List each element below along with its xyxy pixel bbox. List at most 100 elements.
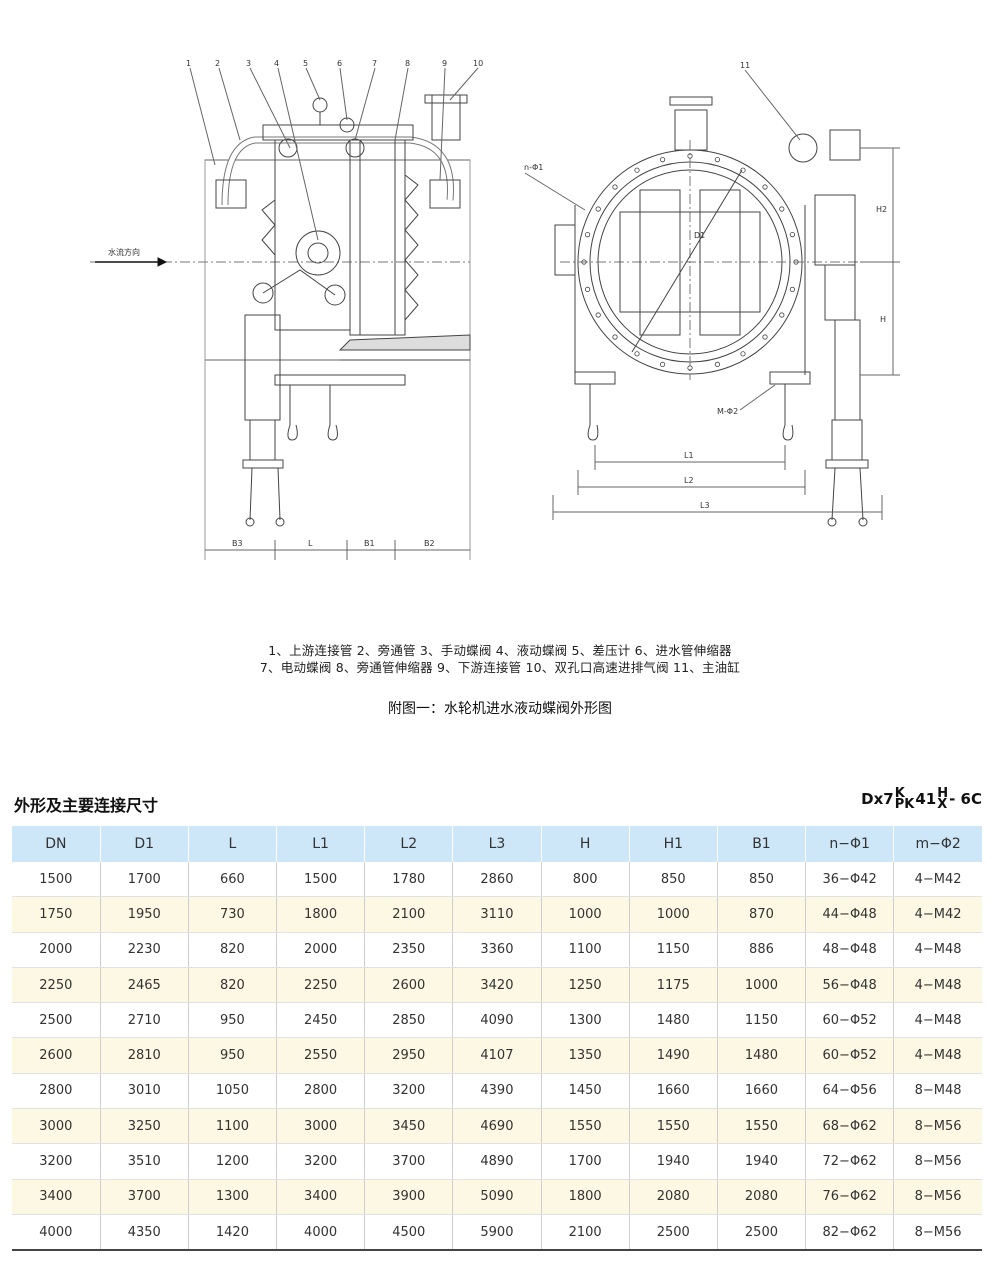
table-cell: 950	[187, 1002, 278, 1039]
table-cell: 8−M56	[893, 1108, 982, 1145]
bolt-hole	[634, 351, 640, 357]
model-mid: 41	[915, 790, 937, 808]
section-title: 外形及主要连接尺寸	[14, 796, 159, 815]
bolt-hole	[740, 167, 746, 173]
table-cell: 60−Φ52	[805, 1037, 895, 1074]
table-cell: 3000	[12, 1108, 101, 1145]
table-cell: 1700	[540, 1143, 630, 1180]
table-cell: 4690	[452, 1108, 542, 1145]
table-cell: 2250	[276, 967, 366, 1004]
bolt-hole	[779, 206, 785, 212]
bolt-hole	[793, 259, 799, 265]
column-header: B1	[716, 826, 807, 862]
table-cell: 1420	[187, 1214, 278, 1252]
table-cell: 5090	[452, 1179, 542, 1215]
table-cell: 2600	[12, 1037, 101, 1074]
front-dimension-labels: D1 H H2 L1 L2 L3 n-Φ1 M-Φ2	[524, 163, 887, 510]
table-cell: 8−M48	[893, 1073, 982, 1110]
dim-label-l3: L3	[700, 501, 710, 510]
bolt-hole	[581, 259, 587, 265]
bolt-hole	[659, 157, 666, 163]
column-header: DN	[12, 826, 101, 862]
side-view	[90, 67, 479, 560]
table-cell: 1700	[99, 862, 189, 898]
table-cell: 2850	[364, 1002, 454, 1039]
flange-bolt-holes	[581, 153, 799, 371]
table-cell: 4−M48	[893, 1002, 982, 1039]
bolt-hole	[595, 206, 601, 212]
table-cell: 870	[716, 896, 807, 933]
table-cell: 3700	[364, 1143, 454, 1180]
figure-caption: 附图一：水轮机进水液动蝶阀外形图	[388, 701, 612, 717]
table-cell: 4350	[99, 1214, 189, 1252]
table-cell: 2860	[452, 862, 542, 898]
column-header: H1	[628, 826, 718, 862]
model-stack-2-bottom: X	[937, 797, 948, 812]
bolt-hole	[714, 361, 721, 367]
part-label-7: 7	[372, 59, 377, 68]
table-cell: 820	[187, 932, 278, 968]
column-header: m−Φ2	[893, 826, 982, 862]
table-cell: 4−M42	[893, 862, 982, 898]
part-label-1: 1	[186, 59, 191, 68]
table-cell: 3250	[99, 1108, 189, 1145]
table-cell: 36−Φ42	[805, 862, 895, 898]
bolt-hole	[687, 153, 693, 159]
table-cell: 2550	[276, 1037, 366, 1074]
column-header: L1	[276, 826, 366, 862]
model-code: Dx7 K PK 41 H X - 6C	[861, 787, 982, 812]
dim-label-b2: B2	[424, 539, 435, 548]
table-cell: 68−Φ62	[805, 1108, 895, 1145]
table-cell: 3200	[12, 1143, 101, 1180]
table-cell: 730	[187, 896, 278, 933]
dim-label-b1: B1	[364, 539, 375, 548]
table-cell: 1800	[276, 896, 366, 933]
table-cell: 3000	[276, 1108, 366, 1145]
column-header: L2	[364, 826, 454, 862]
table-cell: 886	[716, 932, 807, 968]
table-cell: 1940	[716, 1143, 807, 1180]
table-cell: 1300	[540, 1002, 630, 1039]
table-cell: 3700	[99, 1179, 189, 1215]
table-cell: 2500	[12, 1002, 101, 1039]
table-cell: 1550	[628, 1108, 718, 1145]
part-label-8: 8	[405, 59, 410, 68]
table-cell: 1100	[187, 1108, 278, 1145]
table-cell: 8−M56	[893, 1143, 982, 1180]
part-label-6: 6	[337, 59, 342, 68]
table-cell: 2500	[628, 1214, 718, 1252]
table-cell: 3420	[452, 967, 542, 1004]
bolt-hole	[687, 365, 693, 371]
table-cell: 3510	[99, 1143, 189, 1180]
bolt-hole	[779, 312, 785, 318]
table-cell: 950	[187, 1037, 278, 1074]
table-cell: 1800	[540, 1179, 630, 1215]
table-cell: 2080	[716, 1179, 807, 1215]
table-cell: 1450	[540, 1073, 630, 1110]
table-cell: 56−Φ48	[805, 967, 895, 1004]
table-cell: 1950	[99, 896, 189, 933]
table-cell: 5900	[452, 1214, 542, 1252]
bolt-hole	[762, 184, 768, 190]
table-cell: 1480	[716, 1037, 807, 1074]
table-cell: 1000	[716, 967, 807, 1004]
dim-label-l: L	[308, 539, 313, 548]
dim-label-l2: L2	[684, 476, 694, 485]
column-header: H	[540, 826, 630, 862]
part-label-11: 11	[740, 61, 750, 70]
table-cell: 1550	[716, 1108, 807, 1145]
table-cell: 2710	[99, 1002, 189, 1039]
table-cell: 2000	[276, 932, 366, 968]
table-cell: 1500	[12, 862, 101, 898]
table-cell: 2465	[99, 967, 189, 1004]
part-label-4: 4	[274, 59, 279, 68]
column-header: L	[187, 826, 278, 862]
dim-label-l1: L1	[684, 451, 694, 460]
table-cell: 64−Φ56	[805, 1073, 895, 1110]
table-cell: 4−M48	[893, 967, 982, 1004]
